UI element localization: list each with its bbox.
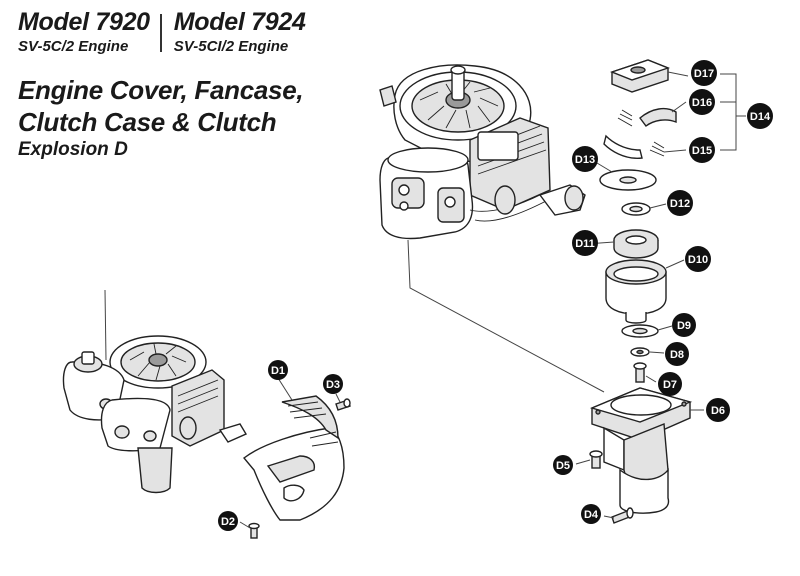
- part-clutch-cap: [609, 59, 671, 93]
- callout-d8[interactable]: D8: [665, 342, 689, 366]
- title-line-2: Clutch Case & Clutch: [18, 107, 277, 137]
- callout-d10[interactable]: D10: [685, 246, 711, 272]
- callout-d5[interactable]: D5: [553, 455, 573, 475]
- diagram-title: Engine Cover, Fancase, Clutch Case & Clu…: [18, 74, 304, 162]
- model-divider: [159, 14, 162, 52]
- svg-text:D16: D16: [692, 97, 712, 109]
- model-7920: Model 7920 SV-5C/2 Engine: [18, 8, 150, 56]
- svg-text:D10: D10: [688, 254, 708, 266]
- svg-text:D8: D8: [670, 349, 684, 361]
- alignment-line: [407, 239, 605, 393]
- svg-text:D9: D9: [677, 320, 691, 332]
- part-clutch-drum: [605, 259, 667, 324]
- svg-text:D14: D14: [750, 111, 771, 123]
- callout-d1[interactable]: D1: [268, 360, 288, 380]
- leader-lines: [239, 71, 746, 529]
- svg-text:D15: D15: [692, 145, 712, 157]
- part-screw-d3: [335, 398, 351, 411]
- svg-text:D11: D11: [575, 238, 595, 250]
- callout-d15[interactable]: D15: [689, 137, 715, 163]
- model-engine: SV-5C/2 Engine: [18, 38, 129, 55]
- svg-text:D1: D1: [271, 365, 285, 377]
- callout-d16[interactable]: D16: [689, 89, 715, 115]
- svg-text:D2: D2: [221, 516, 235, 528]
- model-list: Model 7920 SV-5C/2 Engine Model 7924 SV-…: [18, 8, 306, 56]
- title-line-1: Engine Cover, Fancase,: [18, 75, 304, 105]
- svg-text:D12: D12: [670, 198, 690, 210]
- svg-text:D4: D4: [584, 509, 599, 521]
- svg-text:D13: D13: [575, 154, 595, 166]
- callout-d6[interactable]: D6: [706, 398, 730, 422]
- part-screw-d4: [611, 507, 634, 524]
- callout-d14[interactable]: D14: [747, 103, 773, 129]
- svg-text:D3: D3: [326, 379, 340, 391]
- callout-d9[interactable]: D9: [672, 313, 696, 337]
- model-header: Model 7920 SV-5C/2 Engine Model 7924 SV-…: [18, 8, 306, 56]
- part-screw-d2: [248, 522, 260, 539]
- callout-d3[interactable]: D3: [323, 374, 343, 394]
- callout-d11[interactable]: D11: [572, 230, 598, 256]
- callout-d2[interactable]: D2: [218, 511, 238, 531]
- model-engine: SV-5CI/2 Engine: [173, 38, 289, 55]
- model-name: Model 7920: [18, 8, 150, 36]
- svg-text:D5: D5: [556, 460, 570, 472]
- engine-lower: [62, 289, 248, 494]
- part-screw-d7: [633, 362, 647, 383]
- svg-text:D6: D6: [711, 405, 725, 417]
- engine-upper: [379, 64, 586, 240]
- svg-text:D17: D17: [694, 68, 714, 80]
- callout-d7[interactable]: D7: [658, 372, 682, 396]
- title-subtitle: Explosion D: [18, 139, 128, 160]
- svg-text:D7: D7: [663, 379, 677, 391]
- model-7924: Model 7924 SV-5CI/2 Engine: [174, 8, 306, 56]
- callout-d12[interactable]: D12: [667, 190, 693, 216]
- callout-d13[interactable]: D13: [572, 146, 598, 172]
- part-bolt-d5: [589, 450, 603, 469]
- part-engine-cover: [242, 395, 345, 521]
- callout-d17[interactable]: D17: [691, 60, 717, 86]
- model-name: Model 7924: [173, 8, 306, 36]
- part-clutch-shoes: [603, 107, 677, 159]
- part-clutch-case: [589, 387, 693, 514]
- part-bearing: [613, 229, 659, 259]
- callout-d4[interactable]: D4: [581, 504, 601, 524]
